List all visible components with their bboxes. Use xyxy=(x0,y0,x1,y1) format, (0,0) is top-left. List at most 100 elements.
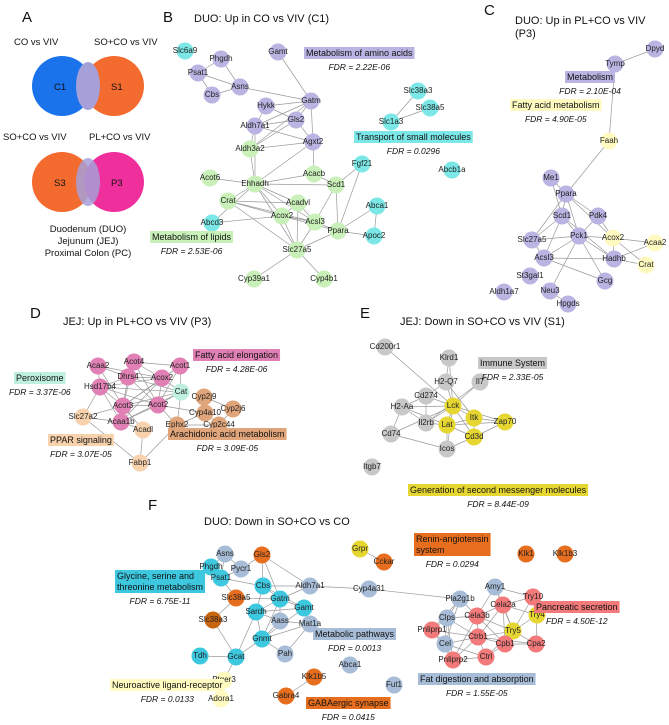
gene-node[interactable]: Slc27a2 xyxy=(69,408,98,426)
gene-node[interactable]: Cpa2 xyxy=(526,635,546,653)
gene-node[interactable]: Acadl xyxy=(133,421,153,439)
gene-node[interactable]: Zap70 xyxy=(494,413,517,431)
gene-node[interactable]: Aldh7a1 xyxy=(240,117,270,135)
gene-node[interactable]: Cckar xyxy=(374,553,395,571)
gene-node[interactable]: Cpb1 xyxy=(495,635,515,653)
gene-node[interactable]: Acot6 xyxy=(200,169,221,187)
gene-node[interactable]: Acox2 xyxy=(151,369,174,387)
gene-node[interactable]: Pycr1 xyxy=(231,560,252,578)
gene-node[interactable]: Cat xyxy=(172,383,190,401)
gene-node[interactable]: Agxt2 xyxy=(303,133,324,151)
gene-node[interactable]: St3gal1 xyxy=(516,267,544,285)
gene-node[interactable]: Ctrl xyxy=(477,648,495,666)
gene-node[interactable]: Aldh3a2 xyxy=(235,140,265,158)
gene-node[interactable]: Hsd17b4 xyxy=(84,378,117,396)
gene-node[interactable]: Grpr xyxy=(351,540,369,558)
gene-node[interactable]: Slc38a5 xyxy=(222,589,251,607)
gene-node[interactable]: Gls2 xyxy=(287,111,305,129)
gene-node[interactable]: H2-Q7 xyxy=(434,373,458,391)
gene-node[interactable]: Klk1b3 xyxy=(553,545,578,563)
gene-node[interactable]: Pck1 xyxy=(570,227,588,245)
gene-node[interactable]: Fabp1 xyxy=(129,454,152,472)
gene-node[interactable]: Gamt xyxy=(294,599,315,617)
gene-node[interactable]: Faah xyxy=(600,132,618,150)
gene-node[interactable]: Dpyd xyxy=(646,40,665,58)
gene-node[interactable]: Abca1 xyxy=(366,197,389,215)
gene-node[interactable]: Acot3 xyxy=(113,397,134,415)
gene-node[interactable]: Gcat xyxy=(227,648,246,666)
gene-node[interactable]: Cyp39a1 xyxy=(238,270,271,288)
gene-node[interactable]: Slc27a5 xyxy=(518,231,547,249)
gene-node[interactable]: Klrd1 xyxy=(440,349,459,367)
gene-node[interactable]: Acot4 xyxy=(124,353,145,371)
gene-node[interactable]: Fgf21 xyxy=(352,155,373,173)
gene-node[interactable]: Cel xyxy=(436,635,454,653)
gene-node[interactable]: Cbs xyxy=(254,577,272,595)
gene-node[interactable]: Tdh xyxy=(191,647,209,665)
gene-node[interactable]: Try5 xyxy=(504,622,522,640)
gene-node[interactable]: Cd200r1 xyxy=(370,338,401,356)
gene-node[interactable]: Slc38a3 xyxy=(199,611,228,629)
gene-node[interactable]: Cbs xyxy=(203,86,221,104)
gene-node[interactable]: Phgdh xyxy=(199,558,223,576)
gene-node[interactable]: Cyp4b1 xyxy=(310,270,338,288)
gene-node[interactable]: Cd274 xyxy=(414,387,438,405)
gene-node[interactable]: Sardh xyxy=(245,603,267,621)
gene-node[interactable]: Acox2 xyxy=(271,207,294,225)
gene-node[interactable]: Hykk xyxy=(257,97,276,115)
gene-node[interactable]: Slc27a5 xyxy=(283,241,312,259)
gene-node[interactable]: Hadhb xyxy=(602,250,626,268)
gene-node[interactable]: Acadvl xyxy=(286,194,310,212)
gene-node[interactable]: Crat xyxy=(637,256,655,274)
gene-node[interactable]: Pnliprp1 xyxy=(417,621,447,639)
gene-node[interactable]: Cela2a xyxy=(490,596,516,614)
gene-node[interactable]: Slc1a3 xyxy=(379,113,404,131)
gene-node[interactable]: Gabra4 xyxy=(273,687,300,705)
gene-node[interactable]: Phgdh xyxy=(209,50,233,68)
gene-node[interactable]: Acot1 xyxy=(170,357,191,375)
gene-node[interactable]: Clps xyxy=(438,609,456,627)
gene-node[interactable]: Apoc2 xyxy=(363,227,386,245)
gene-node[interactable]: Ehhadh xyxy=(241,175,269,193)
gene-node[interactable]: Pla2g1b xyxy=(445,590,475,608)
gene-node[interactable]: Aldh7a1 xyxy=(295,577,325,595)
gene-node[interactable]: Me1 xyxy=(542,169,560,187)
gene-node[interactable]: Pnliprp2 xyxy=(438,651,468,669)
gene-node[interactable]: Slc38a5 xyxy=(416,99,445,117)
gene-node[interactable]: Cd3d xyxy=(464,428,484,446)
gene-node[interactable]: Gatm xyxy=(301,92,321,110)
gene-node[interactable]: Asns xyxy=(216,545,234,563)
gene-node[interactable]: Il2rb xyxy=(417,414,435,432)
gene-node[interactable]: Gamt xyxy=(268,43,289,61)
gene-node[interactable]: Gcg xyxy=(596,272,614,290)
gene-node[interactable]: Scd1 xyxy=(327,176,346,194)
gene-node[interactable]: H2-Aa xyxy=(391,398,414,416)
gene-node[interactable]: Tymp xyxy=(605,55,625,73)
gene-node[interactable]: Aass xyxy=(271,612,289,630)
gene-node[interactable]: Acot2 xyxy=(148,396,169,414)
gene-node[interactable]: Adora1 xyxy=(208,690,234,708)
gene-node[interactable]: Neu3 xyxy=(540,282,560,300)
gene-node[interactable]: Amy1 xyxy=(485,578,506,596)
gene-node[interactable]: Acacb xyxy=(303,165,326,183)
gene-node[interactable]: Cyp2j6 xyxy=(221,400,246,418)
gene-node[interactable]: Ppara xyxy=(327,222,349,240)
gene-node[interactable]: Abcd3 xyxy=(201,214,224,232)
gene-node[interactable]: Acox2 xyxy=(602,229,625,247)
gene-node[interactable]: Cela3b xyxy=(464,607,490,625)
gene-node[interactable]: Slc38a3 xyxy=(404,82,433,100)
gene-node[interactable]: Klk1b5 xyxy=(302,668,327,686)
gene-node[interactable]: Lck xyxy=(444,397,462,415)
gene-node[interactable]: Acsl3 xyxy=(534,249,554,267)
gene-node[interactable]: Il7 xyxy=(471,373,489,391)
gene-node[interactable]: Acaa2 xyxy=(87,357,110,375)
gene-node[interactable]: Abca1 xyxy=(339,656,362,674)
gene-node[interactable]: Cyp2j9 xyxy=(192,388,217,406)
gene-node[interactable]: Scd1 xyxy=(553,207,572,225)
gene-node[interactable]: Itk xyxy=(465,409,483,427)
gene-node[interactable]: Cyp4a10 xyxy=(189,404,222,422)
gene-node[interactable]: Aldh1a7 xyxy=(489,283,519,301)
gene-node[interactable]: Abcb1a xyxy=(438,161,466,179)
gene-node[interactable]: Cyp4a31 xyxy=(353,580,386,598)
gene-node[interactable]: Gatm xyxy=(270,590,290,608)
